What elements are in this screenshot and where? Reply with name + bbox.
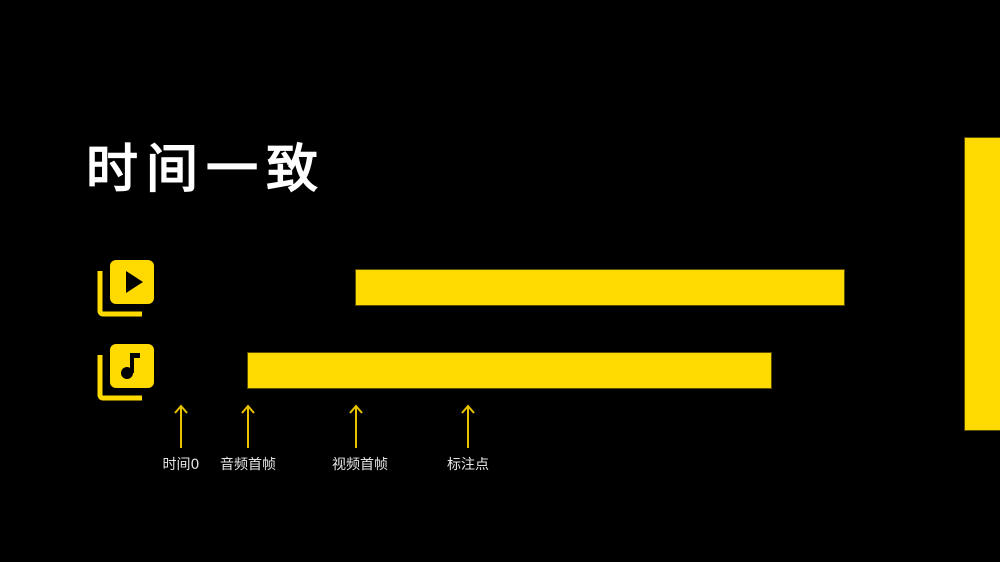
arrow-up-icon — [349, 404, 363, 448]
marker-label-video-first-frame: 视频首帧 — [332, 457, 388, 473]
marker-label-audio-first-frame: 音频首帧 — [220, 457, 276, 473]
side-accent-bar — [965, 138, 1000, 430]
music-library-icon — [97, 344, 154, 401]
video-library-icon — [97, 260, 154, 317]
arrow-up-icon — [241, 404, 255, 448]
slide-title: 时间一致 — [86, 140, 327, 200]
arrow-up-icon — [174, 404, 188, 448]
audio-track-bar — [248, 353, 771, 388]
video-track-bar — [356, 270, 844, 305]
arrow-up-icon — [461, 404, 475, 448]
marker-label-time-zero: 时间0 — [162, 457, 200, 473]
marker-label-annotation-point: 标注点 — [447, 457, 489, 473]
